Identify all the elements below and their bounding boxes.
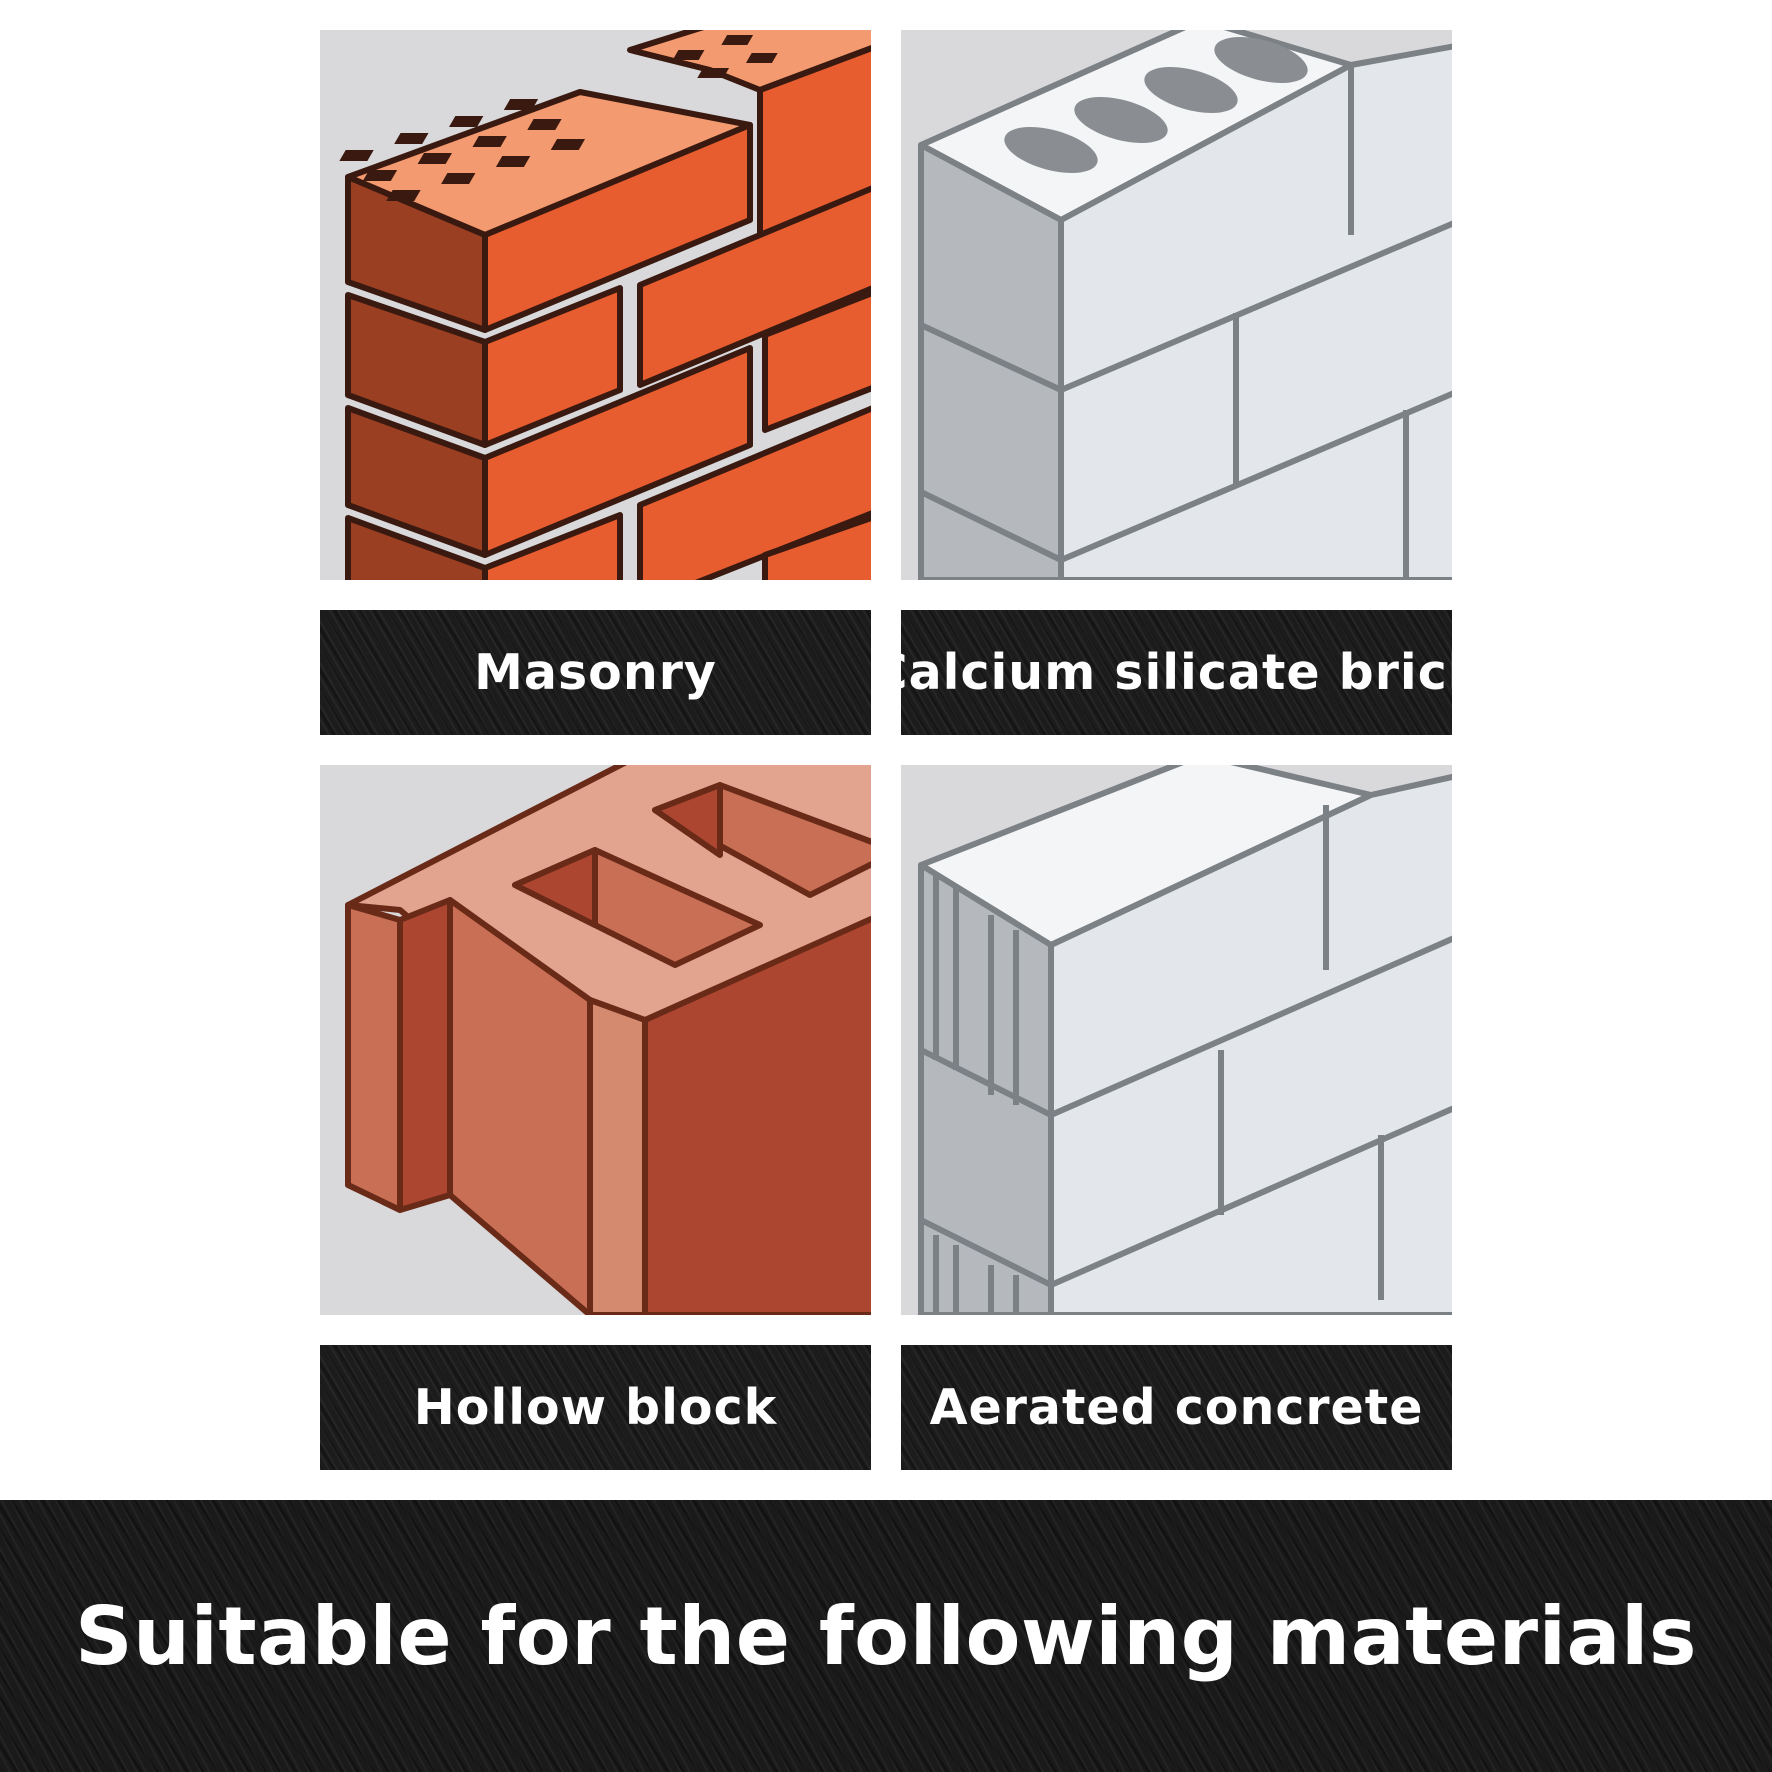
calcium-silicate-brick-image: [901, 30, 1452, 580]
material-label-calcium-silicate-brick: Calcium silicate brick: [901, 610, 1452, 735]
material-label-hollow-block: Hollow block: [320, 1345, 871, 1470]
aerated-concrete-image: [901, 765, 1452, 1315]
hollow-block-image: [320, 765, 871, 1315]
material-label-masonry: Masonry: [320, 610, 871, 735]
masonry-image: [320, 30, 871, 580]
solid-brick-wall-icon: [320, 30, 871, 580]
calcium-silicate-wall-icon: [901, 30, 1452, 580]
footer-banner: Suitable for the following materials: [0, 1500, 1772, 1772]
material-label-aerated-concrete: Aerated concrete: [901, 1345, 1452, 1470]
footer-title: Suitable for the following materials: [74, 1589, 1698, 1683]
hollow-block-icon: [320, 765, 871, 1315]
aerated-concrete-wall-icon: [901, 765, 1452, 1315]
